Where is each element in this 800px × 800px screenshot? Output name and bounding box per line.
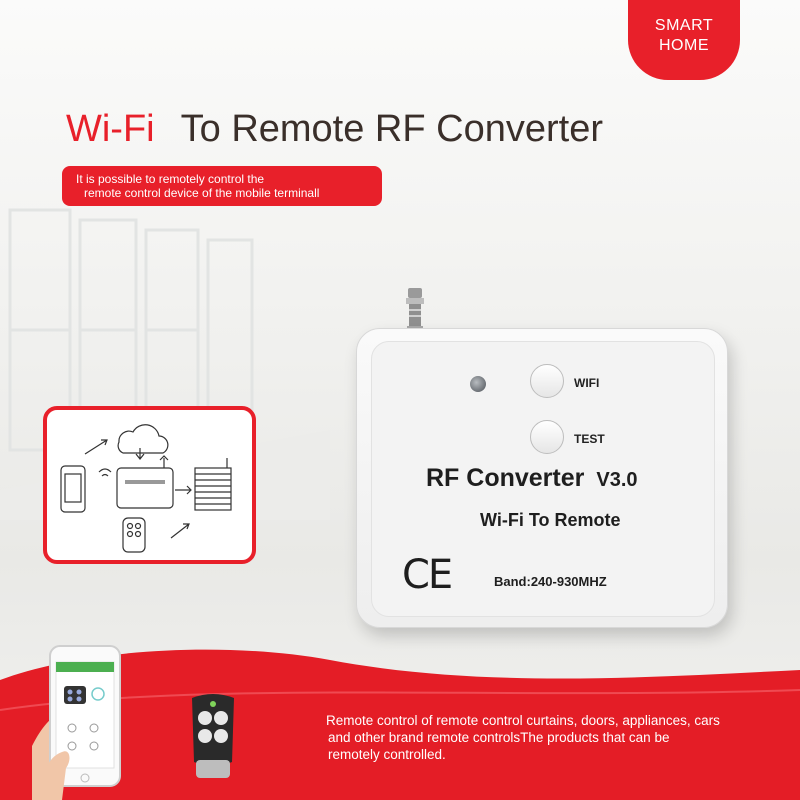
footer-line-1: Remote control of remote control curtain…: [326, 713, 720, 728]
arrow-icon: [84, 439, 108, 455]
subtitle-line-2: remote control device of the mobile term…: [84, 186, 320, 200]
page-title: Wi-Fi To Remote RF Converter: [66, 108, 603, 151]
device-body: WIFI TEST RF Converter V3.0 Wi-Fi To Remo…: [356, 328, 728, 628]
converter-box-icon: [116, 467, 174, 509]
wifi-signal-icon: [98, 468, 112, 477]
connection-diagram-art: [60, 424, 232, 553]
rf-converter-device: WIFI TEST RF Converter V3.0 Wi-Fi To Remo…: [350, 288, 750, 628]
footer-line-3: remotely controlled.: [328, 747, 446, 762]
test-label: TEST: [574, 432, 605, 446]
device-version: V3.0: [596, 469, 638, 491]
device-subtitle: Wi-Fi To Remote: [480, 510, 621, 530]
ce-mark: CE: [402, 552, 453, 598]
footer-description: Remote control of remote control curtain…: [326, 712, 796, 763]
badge-line-2: HOME: [659, 37, 709, 54]
title-rest: To Remote RF Converter: [180, 108, 603, 150]
subtitle-line-1: It is possible to remotely control the: [76, 172, 265, 186]
cloud-icon: [117, 424, 169, 454]
status-led: [470, 376, 486, 392]
test-button[interactable]: [530, 420, 564, 454]
smart-home-badge: SMART HOME: [628, 0, 740, 80]
remote-fob-icon: [122, 517, 146, 553]
device-name: RF Converter V3.0: [426, 464, 638, 493]
wifi-label: WIFI: [574, 376, 600, 390]
curtain-icon: [194, 467, 232, 511]
antenna-icon: [406, 288, 424, 336]
wifi-button[interactable]: [530, 364, 564, 398]
footer-line-2: and other brand remote controlsThe produ…: [328, 730, 670, 745]
remote-control-icon: [192, 694, 234, 778]
smartphone-icon: [60, 465, 86, 513]
subtitle-pill: It is possible to remotely control the r…: [62, 166, 382, 206]
device-faceplate: WIFI TEST RF Converter V3.0 Wi-Fi To Remo…: [371, 341, 715, 617]
title-wifi: Wi-Fi: [66, 108, 155, 150]
device-name-text: RF Converter: [426, 464, 585, 492]
hand-holding-phone-icon: [32, 645, 121, 800]
badge-line-1: SMART: [654, 17, 714, 34]
connection-diagram: [43, 406, 256, 564]
band-label: Band:240-930MHZ: [494, 574, 607, 589]
